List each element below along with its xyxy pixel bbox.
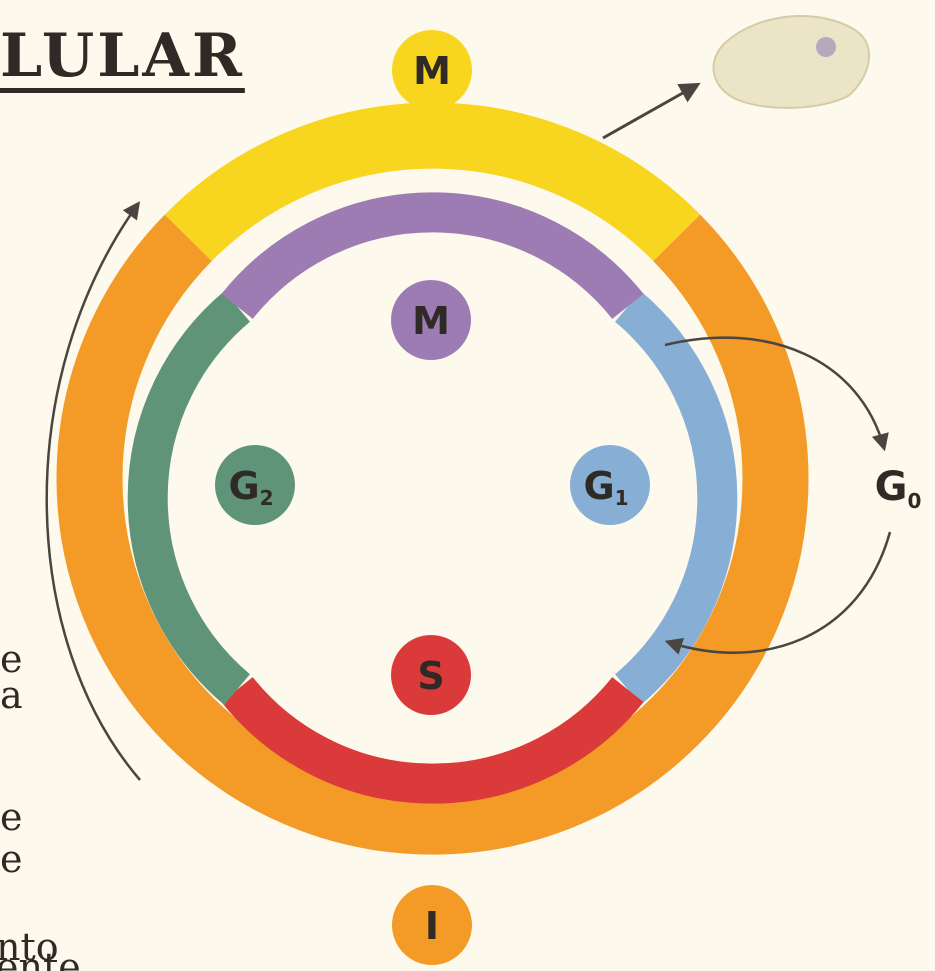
g0-label: G: [875, 464, 908, 510]
phase-g1-subscript: 1: [615, 486, 629, 510]
phase-s-badge: S: [391, 635, 471, 715]
g0-subscript: 0: [907, 489, 921, 513]
differentiated-cell-icon: [714, 16, 870, 108]
interphase-badge: I: [392, 885, 472, 965]
cell-nucleus: [816, 37, 836, 57]
phase-g2-subscript: 2: [260, 486, 274, 510]
mitosis-badge-label: M: [413, 49, 451, 93]
phase-g2-label: G: [228, 464, 259, 508]
phase-g1-badge: G1: [570, 445, 650, 525]
phase-m-label: M: [412, 299, 450, 343]
phase-s-label: S: [417, 654, 444, 698]
cell-body: [714, 16, 870, 108]
g0-text: G0: [875, 464, 922, 513]
phase-g2-badge: G2: [215, 445, 295, 525]
mitosis-badge: M: [392, 30, 472, 110]
exit-to-cell-arrow: [603, 85, 697, 138]
interphase-badge-label: I: [425, 904, 439, 948]
phase-m-badge: M: [391, 280, 471, 360]
outer-ring: [90, 136, 776, 822]
phase-g1-label: G: [583, 464, 614, 508]
